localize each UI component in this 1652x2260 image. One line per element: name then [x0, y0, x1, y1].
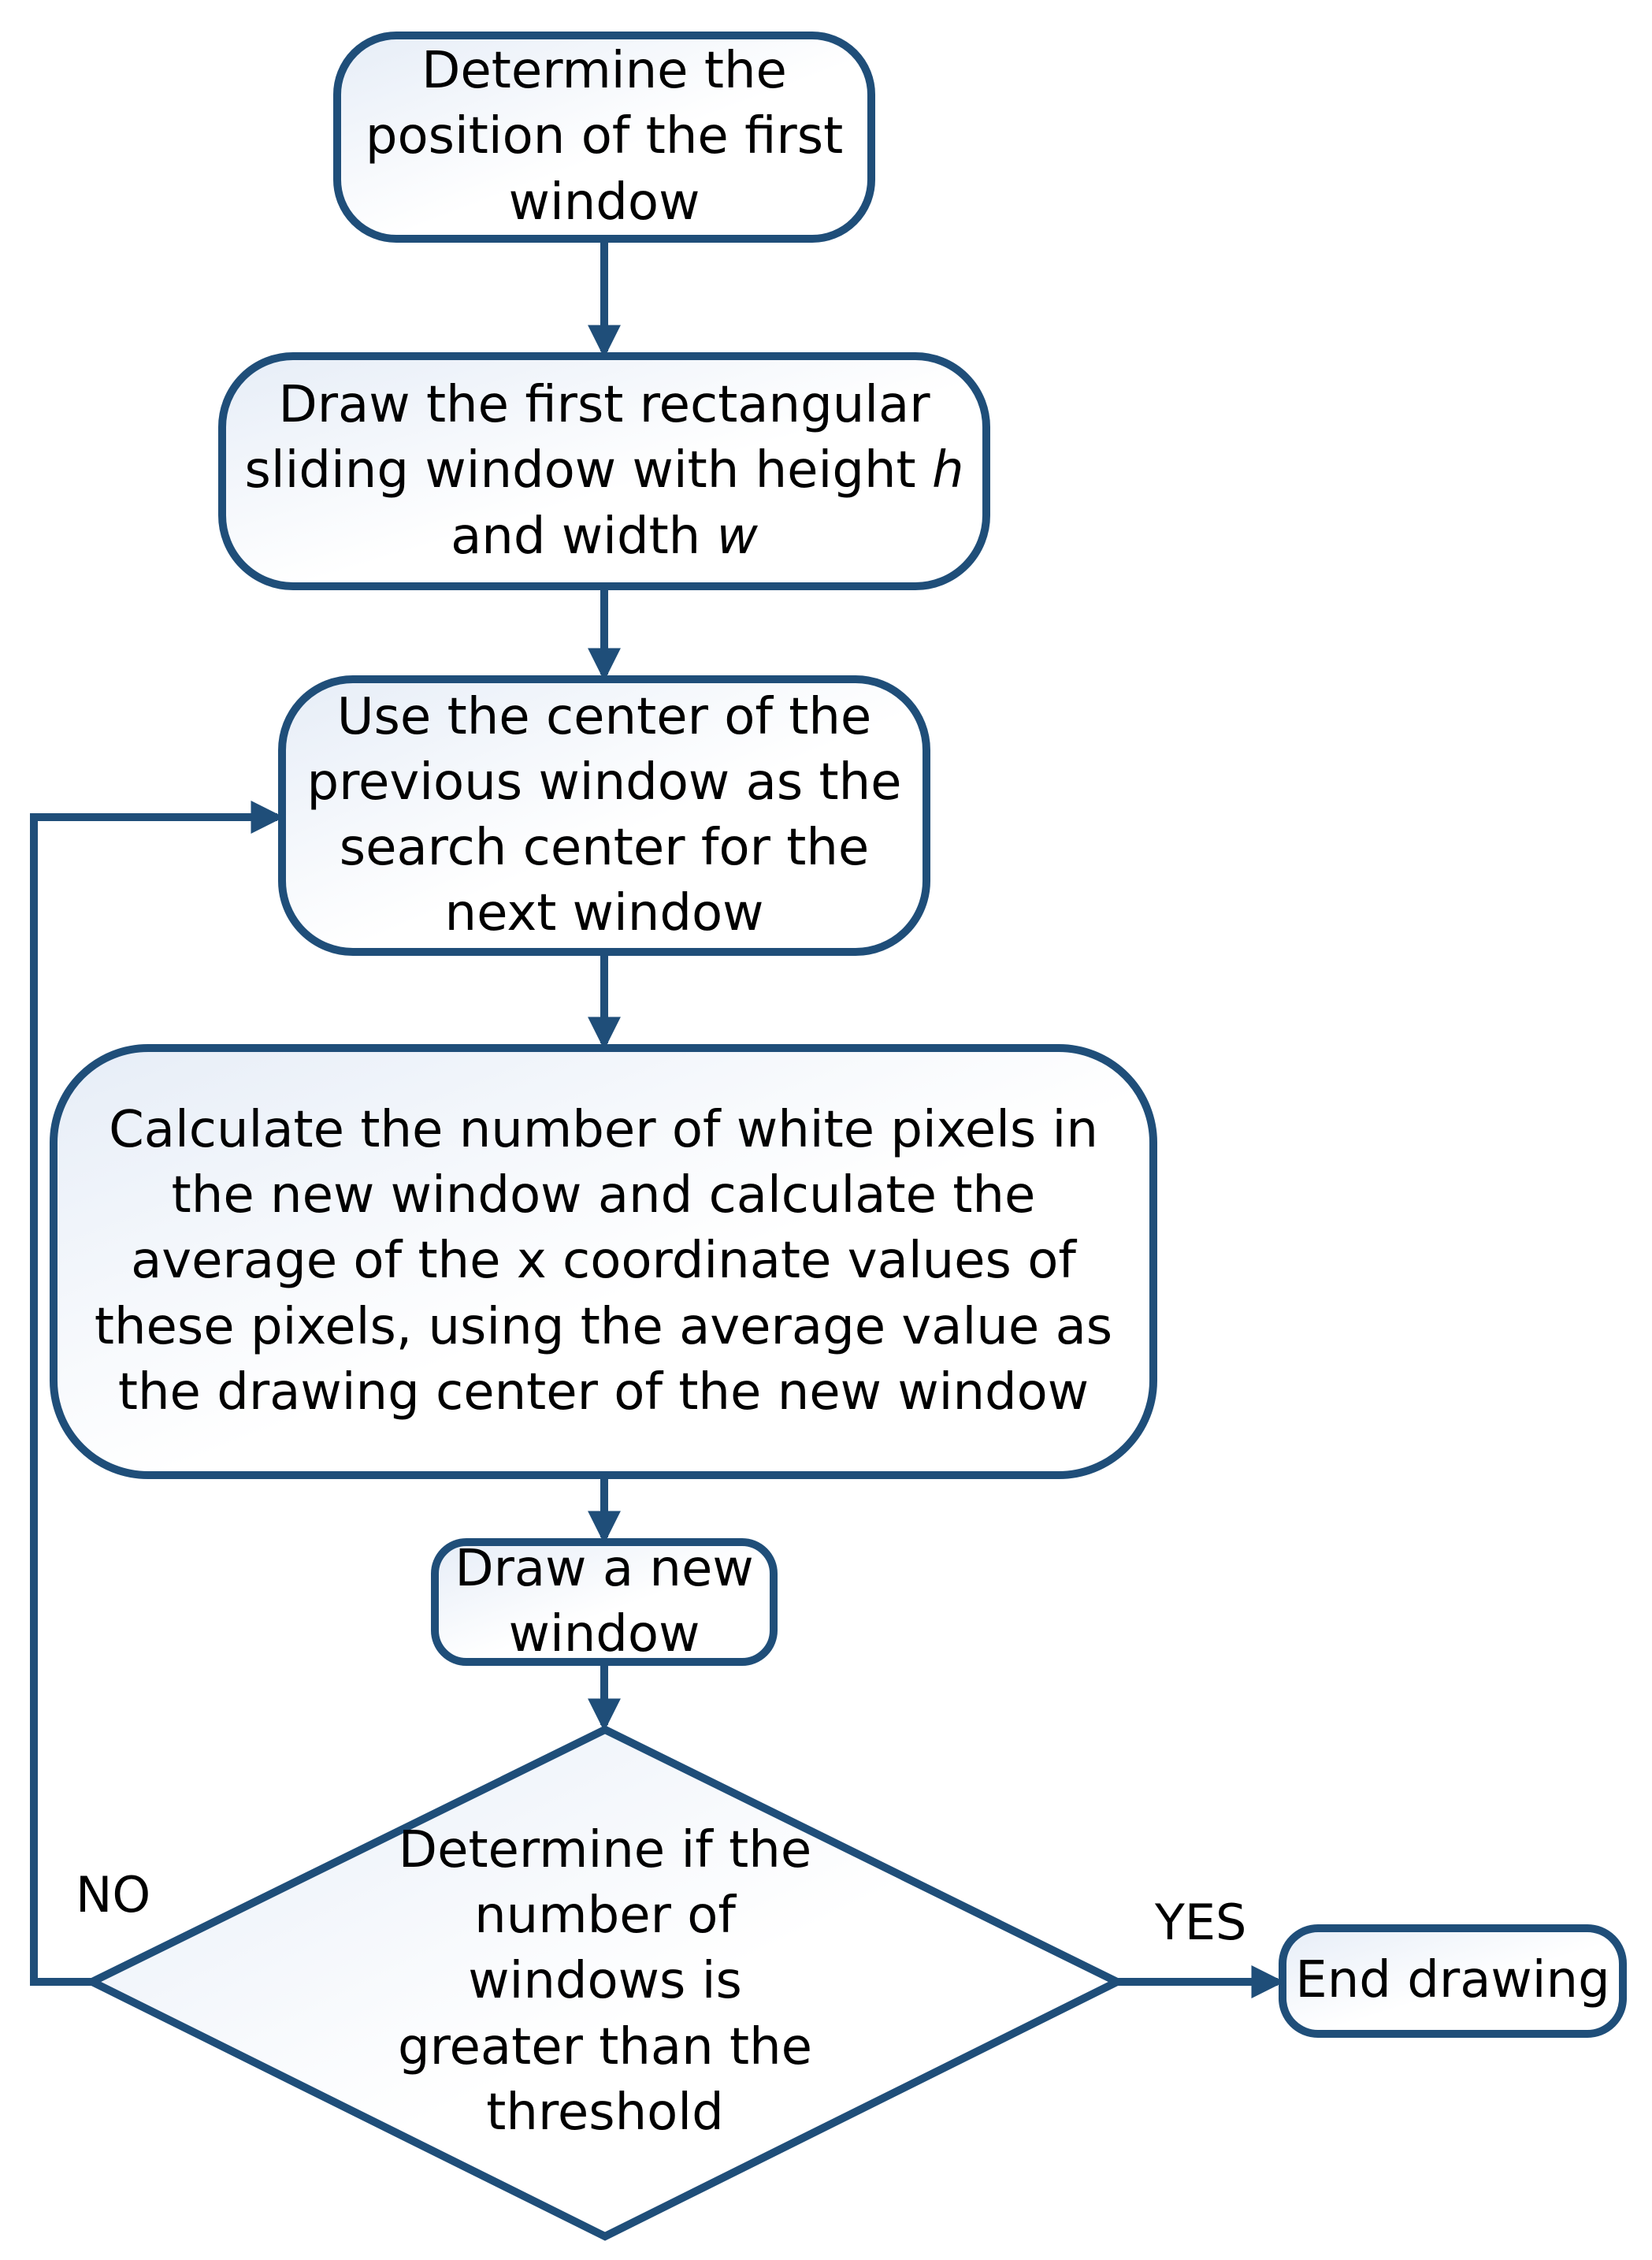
height-variable: h — [931, 441, 964, 500]
step5-label: Draw a new window — [455, 1539, 754, 1663]
yes-label: YES — [1155, 1894, 1247, 1951]
step4-text: Calculate the number of white pixels in … — [87, 1050, 1120, 1473]
end-text: End drawing — [1289, 1931, 1617, 2031]
step2-label: Draw the first rectangular sliding windo… — [244, 376, 964, 566]
arrow-no-loop — [30, 801, 284, 1986]
step1-label: Determine the position of the first wind… — [365, 42, 844, 232]
no-label: NO — [76, 1866, 151, 1924]
decision-text: Determine if the number of windows is gr… — [378, 1805, 832, 2159]
step2-text: Draw the first rectangular sliding windo… — [236, 359, 972, 584]
step5-text: Draw a new window — [445, 1540, 763, 1663]
step4-label: Calculate the number of white pixels in … — [94, 1101, 1113, 1422]
step3-label: Use the center of the previous window as… — [306, 687, 902, 943]
decision-label: Determine if the number of windows is gr… — [397, 1821, 813, 2142]
width-variable: w — [716, 507, 758, 566]
step3-text: Use the center of the previous window as… — [299, 682, 909, 950]
decision-diamond — [83, 1725, 1127, 2241]
step1-text: Determine the position of the first wind… — [355, 38, 854, 236]
end-label: End drawing — [1295, 1951, 1610, 2010]
